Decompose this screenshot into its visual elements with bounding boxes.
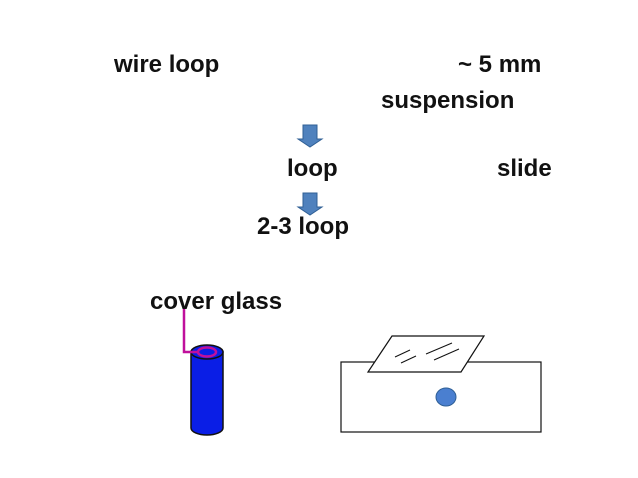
measure-label: ~ 5 mm xyxy=(458,51,542,78)
cover-glass-icon xyxy=(366,335,486,373)
suspension-label: suspension xyxy=(381,87,515,114)
loop-label: loop xyxy=(287,155,338,182)
slide-label: slide xyxy=(497,155,552,182)
test-tube-icon xyxy=(190,344,224,436)
wire-loop-label: wire loop xyxy=(114,51,220,78)
loop-count-label: 2-3 loop xyxy=(257,213,350,240)
down-arrow-icon xyxy=(296,124,324,148)
drop-icon xyxy=(435,387,457,407)
down-arrow-icon xyxy=(296,192,324,216)
wire-loop-icon xyxy=(182,308,218,358)
cover-glass-label: cover glass xyxy=(150,288,283,315)
